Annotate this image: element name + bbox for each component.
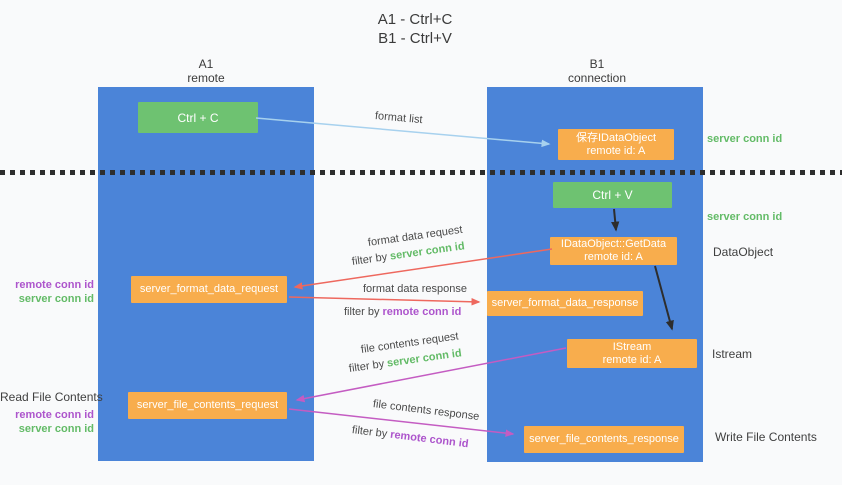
edge-label-format-list: format list — [374, 110, 424, 127]
node-format-request-label: server_format_data_request — [139, 283, 279, 295]
node-istream-line1: IStream — [612, 340, 652, 353]
node-ctrl-v: Ctrl + V — [553, 182, 672, 208]
node-format-response-label: server_format_data_response — [491, 297, 639, 309]
node-file-response-label: server_file_contents_response — [529, 433, 679, 445]
lane-right-name: B1 — [589, 57, 605, 71]
node-istream: IStream remote id: A — [567, 339, 697, 368]
filter-by-text: filter by — [348, 358, 385, 375]
node-getdata-line1: IDataObject::GetData — [560, 238, 667, 250]
dotted-divider — [0, 170, 842, 175]
title-line-1: A1 - Ctrl+C — [377, 11, 453, 28]
arrow-format-data-response — [288, 296, 481, 306]
label-istream: Istream — [712, 347, 753, 361]
remote-conn-id-text: remote conn id — [389, 428, 470, 451]
label-server-conn-id-mid-right: server conn id — [707, 211, 783, 223]
label-write-file-contents: Write File Contents — [715, 430, 817, 444]
node-save-idataobject: 保存IDataObject remote id: A — [558, 129, 674, 160]
node-save-idataobject-line2: remote id: A — [586, 144, 646, 157]
edge-label-format-data-response: format data response — [363, 283, 467, 295]
lane-right-role: connection — [567, 71, 627, 85]
filter-by-text: filter by — [344, 306, 380, 318]
node-server-format-data-response: server_format_data_response — [487, 291, 643, 316]
label-remote-conn-id-bottom-left: remote conn id — [15, 409, 94, 421]
node-save-idataobject-line1: 保存IDataObject — [575, 131, 657, 144]
diagram-title: A1 - Ctrl+C B1 - Ctrl+V — [300, 10, 530, 48]
label-remote-conn-id-top-left: remote conn id — [15, 279, 94, 291]
node-server-file-contents-request: server_file_contents_request — [128, 392, 287, 419]
label-server-conn-id-top-right: server conn id — [707, 133, 783, 145]
node-ctrl-c-label: Ctrl + C — [177, 110, 219, 125]
node-getdata-line2: remote id: A — [584, 251, 643, 263]
lane-header-left: A1 remote — [146, 57, 266, 85]
label-server-conn-id-bottom-left: server conn id — [18, 423, 94, 435]
lane-left-role: remote — [187, 71, 225, 85]
label-dataobject: DataObject — [713, 245, 774, 259]
node-server-file-contents-response: server_file_contents_response — [524, 426, 684, 453]
node-ctrl-c: Ctrl + C — [138, 102, 258, 133]
remote-conn-id-text: remote conn id — [382, 306, 462, 318]
edge-label-file-contents-response: file contents response — [372, 398, 480, 423]
lane-header-right: B1 connection — [537, 57, 657, 85]
lane-left-name: A1 — [198, 57, 214, 71]
filter-by-text: filter by — [351, 424, 388, 441]
node-file-request-label: server_file_contents_request — [136, 399, 279, 411]
title-line-2: B1 - Ctrl+V — [378, 30, 452, 47]
label-read-file-contents: Read File Contents — [0, 390, 103, 404]
filter-by-text: filter by — [351, 251, 388, 268]
node-ctrl-v-label: Ctrl + V — [592, 188, 633, 202]
node-idataobject-getdata: IDataObject::GetData remote id: A — [550, 237, 677, 265]
label-server-conn-id-top-left: server conn id — [18, 293, 94, 305]
node-istream-line2: remote id: A — [602, 353, 662, 366]
node-server-format-data-request: server_format_data_request — [131, 276, 287, 303]
